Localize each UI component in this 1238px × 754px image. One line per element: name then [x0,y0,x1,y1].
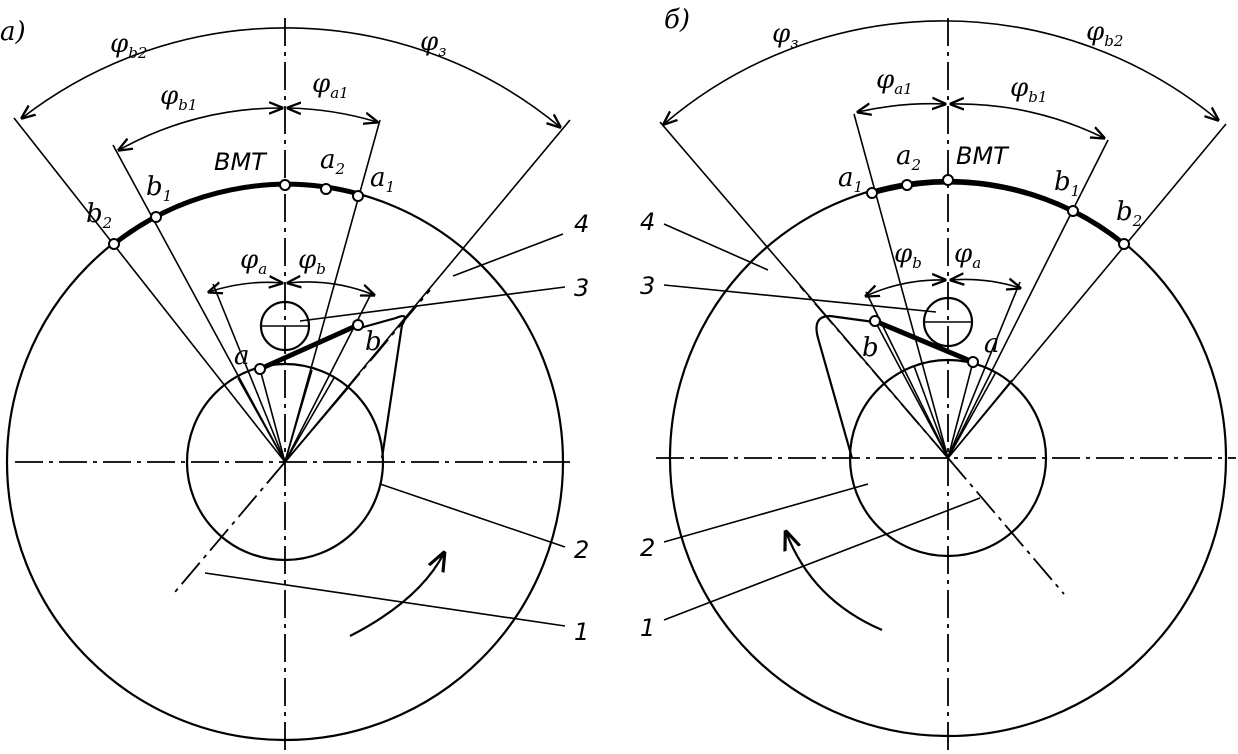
point-a2 [901,179,913,191]
svg-text:4: 4 [640,208,655,236]
diagonal-axis [174,461,286,593]
cam-contact-line [257,322,361,372]
point-a1 [352,190,364,202]
svg-text:φb1: φb1 [160,81,197,114]
rotation-arrow [349,553,444,637]
cam-base-circle [185,362,385,562]
point-b [352,319,364,331]
svg-text:b: b [862,333,879,363]
svg-text:a: a [984,329,1000,359]
svg-text:a1: a1 [838,163,863,196]
overlap-arc [869,179,1127,247]
svg-text:φa: φa [954,239,981,272]
svg-text:φb1: φb1 [1010,73,1047,106]
point-b [869,315,881,327]
point-a [967,356,979,368]
svg-text:φз: φз [420,27,446,60]
diagonal-axis [947,457,1065,595]
point-b1 [150,211,162,223]
svg-text:3: 3 [574,274,589,302]
svg-text:a2: a2 [896,141,921,174]
svg-text:b1: b1 [146,172,172,205]
point-b2 [108,238,120,250]
svg-text:φa1: φa1 [876,65,913,98]
svg-text:2: 2 [640,534,655,562]
point-a [254,363,266,375]
cam-lobe [359,315,406,459]
panel-a: а) φb2 φз φb1 φa1 φa φb BMT b2 b1 a2 a1 … [0,17,589,750]
panel-a-tag: а) [0,17,26,47]
svg-text:φb2: φb2 [110,29,147,62]
svg-text:BMT: BMT [214,148,268,176]
svg-text:φa1: φa1 [312,69,349,102]
svg-text:φb: φb [298,245,326,278]
svg-text:1: 1 [574,618,589,646]
svg-text:b: b [365,327,382,357]
svg-text:a2: a2 [320,145,345,178]
svg-text:3: 3 [640,272,655,300]
cam-contact-line [872,318,976,365]
point-b1 [1067,205,1079,217]
svg-text:φb: φb [894,239,922,272]
svg-text:b1: b1 [1054,167,1080,200]
svg-text:a: a [234,341,250,371]
cam-base-circle [848,358,1048,558]
svg-text:φa: φa [240,245,267,278]
svg-text:b2: b2 [86,199,112,232]
panel-b: б) φз φb2 φa1 φb1 φb φa BMT a1 a2 b1 b2 … [640,5,1236,750]
svg-text:φз: φз [772,19,798,52]
point-a2 [320,183,332,195]
svg-text:1: 1 [640,614,655,642]
svg-text:a1: a1 [370,163,395,196]
svg-text:φb2: φb2 [1086,17,1123,50]
svg-text:4: 4 [574,210,589,238]
rotation-arrow [786,532,883,632]
svg-text:2: 2 [574,536,589,564]
point-b2 [1118,238,1130,250]
svg-text:BMT: BMT [956,142,1010,170]
panel-b-tag: б) [664,5,690,35]
svg-text:b2: b2 [1116,197,1142,230]
cam-lobe [815,314,875,459]
point-vmt [942,174,954,186]
point-a1 [866,187,878,199]
point-vmt [279,179,291,191]
